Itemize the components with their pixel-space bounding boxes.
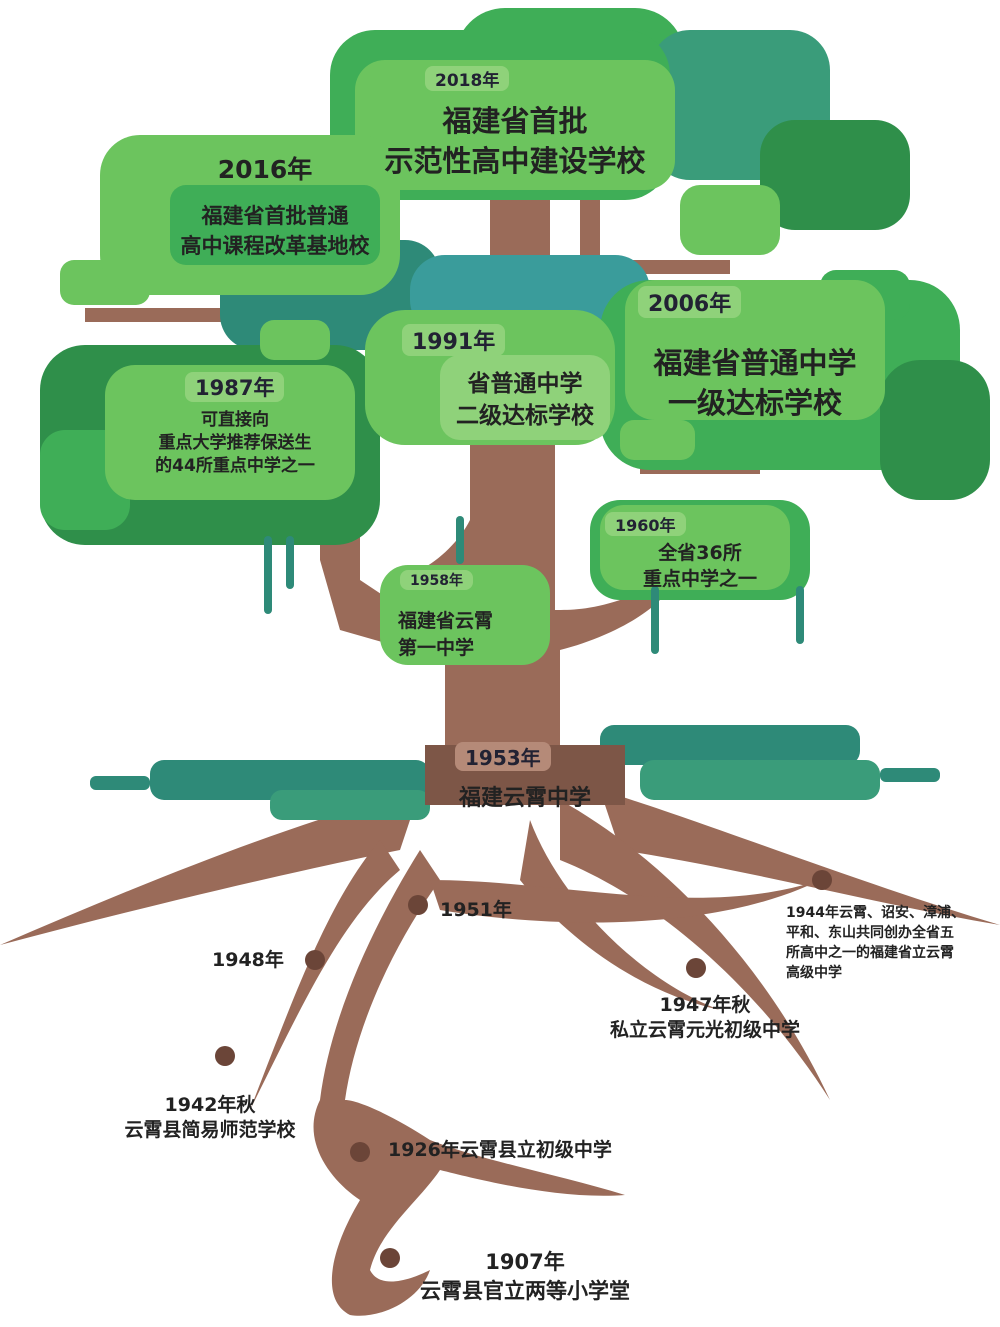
milestone-2016-line1: 福建省首批普通: [201, 204, 349, 228]
milestone-1958-line2: 第一中学: [398, 637, 475, 659]
milestone-1960-line2: 重点中学之一: [642, 568, 757, 590]
milestone-2006-line2: 一级达标学校: [667, 386, 842, 420]
ground-bushes: [90, 725, 940, 820]
root-1944-line2: 平和、东山共同创办全省五: [786, 925, 954, 941]
milestone-2006-line1: 福建省普通中学: [653, 346, 857, 380]
milestone-1987-line1: 可直接向: [201, 410, 269, 430]
milestone-1958-line1: 福建省云霄: [398, 610, 494, 632]
root-1907-line1: 云霄县官立两等小学堂: [420, 1279, 630, 1303]
milestone-1953-line1: 福建云霄中学: [458, 786, 591, 811]
milestone-2006-year: 2006年: [638, 286, 742, 318]
milestone-1991-year: 1991年: [402, 324, 506, 356]
milestone-2018-line1: 福建省首批: [442, 104, 588, 138]
milestone-1960-year: 1960年: [605, 512, 686, 536]
milestone-2018-line2: 示范性高中建设学校: [384, 144, 646, 178]
root-1948-year: 1948年: [212, 949, 284, 971]
root-1926-line1: 1926年云霄县立初级中学: [388, 1139, 612, 1161]
milestone-1987-line3: 的44所重点中学之一: [155, 456, 315, 476]
milestone-2016-year: 2016年: [217, 155, 313, 184]
milestone-2018-year: 2018年: [425, 66, 510, 91]
vines: [264, 516, 804, 654]
root-system: [0, 790, 1000, 1316]
root-nodes: [215, 870, 832, 1268]
milestone-1991-line1: 省普通中学: [467, 371, 583, 397]
root-1951-year: 1951年: [440, 899, 512, 921]
milestone-1991-line2: 二级达标学校: [456, 403, 594, 429]
milestone-1953-year: 1953年: [455, 742, 551, 771]
root-1907-year: 1907年: [485, 1250, 565, 1274]
root-1942-line1: 云霄县简易师范学校: [124, 1119, 296, 1141]
root-1944-line1: 1944年云霄、诏安、漳浦、: [786, 905, 965, 921]
root-1944-line3: 所高中之一的福建省立云霄: [786, 945, 954, 961]
milestone-2016-line2: 高中课程改革基地校: [180, 234, 370, 258]
milestone-1960-line1: 全省36所: [658, 542, 742, 564]
milestone-1987-line2: 重点大学推荐保送生: [158, 433, 312, 453]
root-1947-year: 1947年秋: [659, 994, 751, 1016]
milestone-1958-year: 1958年: [400, 570, 473, 590]
root-1947-line1: 私立云霄元光初级中学: [609, 1019, 800, 1041]
root-1942-year: 1942年秋: [164, 1094, 256, 1116]
milestone-1987-year: 1987年: [185, 372, 285, 402]
root-1944-line4: 高级中学: [786, 965, 842, 981]
